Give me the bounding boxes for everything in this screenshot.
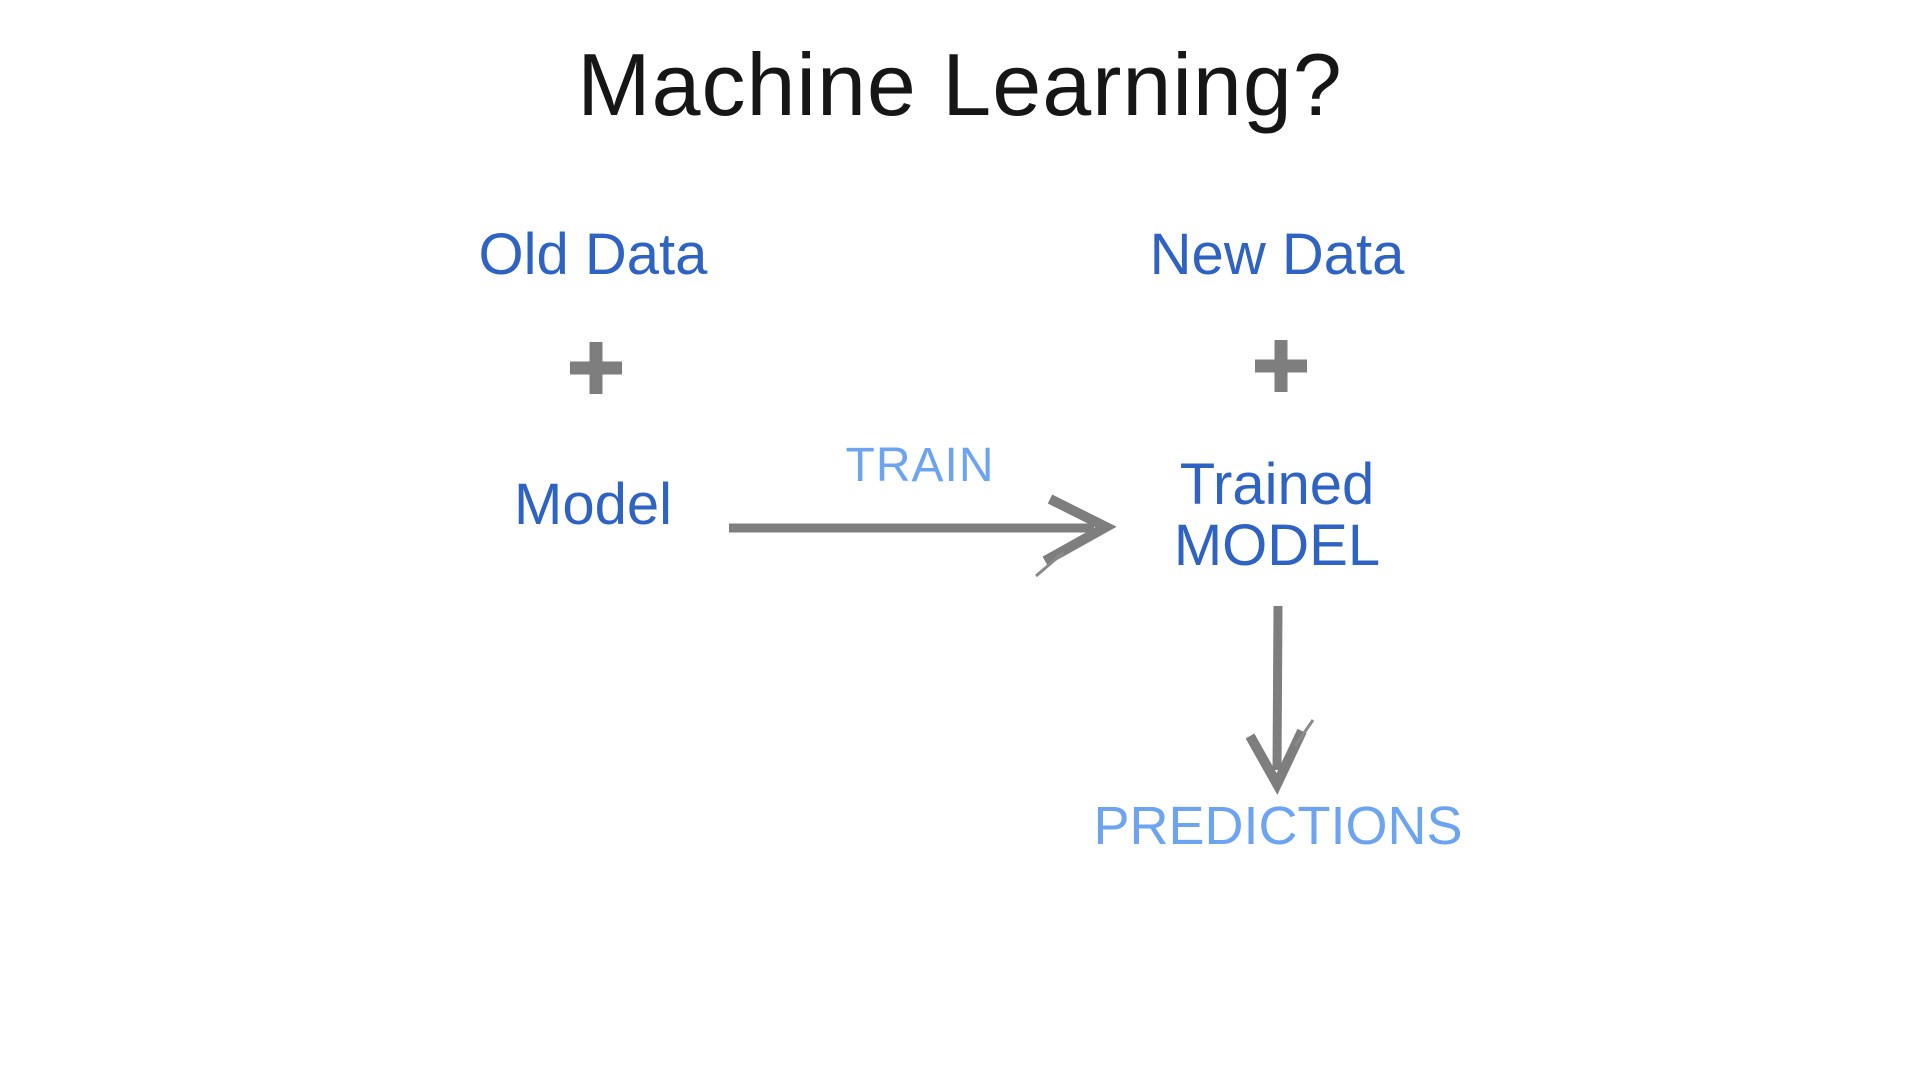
plus-icon bbox=[1255, 340, 1307, 392]
trained-model-line1: Trained bbox=[1179, 452, 1375, 517]
train-arrow-label: TRAIN bbox=[845, 439, 995, 492]
page-title: Machine Learning? bbox=[577, 35, 1343, 134]
trained-model-label: Trained MODEL bbox=[1077, 454, 1477, 576]
new-data-label: New Data bbox=[1149, 222, 1405, 287]
model-label: Model bbox=[514, 472, 672, 537]
old-data-label: Old Data bbox=[478, 222, 708, 287]
trained-model-line2: MODEL bbox=[1173, 513, 1381, 578]
plus-icon bbox=[570, 342, 622, 394]
predictions-label: PREDICTIONS bbox=[1093, 796, 1463, 856]
down-arrow-icon bbox=[1245, 605, 1315, 795]
